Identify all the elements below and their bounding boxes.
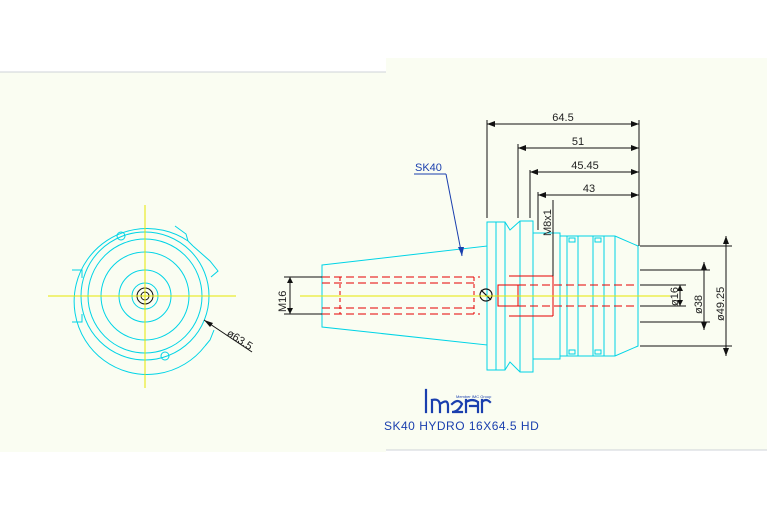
sk40-label: SK40 bbox=[415, 162, 442, 174]
dim-64-5: 64.5 bbox=[552, 112, 573, 124]
internal-bore bbox=[322, 275, 638, 317]
dim-43: 43 bbox=[583, 183, 595, 195]
brand-logo: Member IMC Group bbox=[424, 388, 492, 414]
sk40-callout bbox=[414, 173, 464, 257]
dim-51: 51 bbox=[572, 136, 584, 148]
ball-detail bbox=[479, 288, 493, 302]
dim-dia38: ø38 bbox=[693, 295, 705, 314]
dim-m16: M16 bbox=[277, 291, 289, 312]
arrowheads bbox=[287, 121, 729, 356]
right-paper bbox=[386, 58, 767, 450]
logo-subtitle: Member IMC Group bbox=[456, 394, 492, 399]
dim-dia49-25: ø49.25 bbox=[715, 287, 727, 321]
dia63-leader bbox=[203, 319, 253, 353]
dimension-lines bbox=[284, 120, 732, 356]
dim-m8x1: M8x1 bbox=[542, 209, 554, 236]
dim-dia16: ø16 bbox=[669, 287, 681, 306]
drawing-caption: SK40 HYDRO 16X64.5 HD bbox=[384, 419, 539, 433]
front-centerlines bbox=[48, 205, 236, 388]
left-paper bbox=[0, 72, 386, 452]
dim-45-45: 45.45 bbox=[571, 160, 599, 172]
